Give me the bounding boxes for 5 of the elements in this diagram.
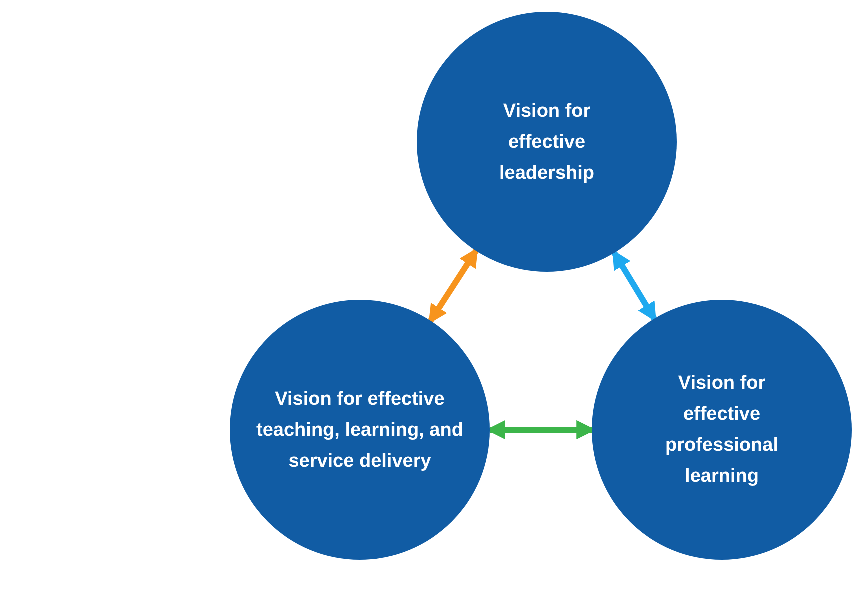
circle-label: Vision for effective leadership [498,100,596,186]
double-arrow [612,250,658,322]
circle-label: Vision for effective professional learning [664,372,780,489]
double-arrow [428,248,479,324]
circle-label: Vision for effective teaching, learning, and service delivery [256,388,464,474]
